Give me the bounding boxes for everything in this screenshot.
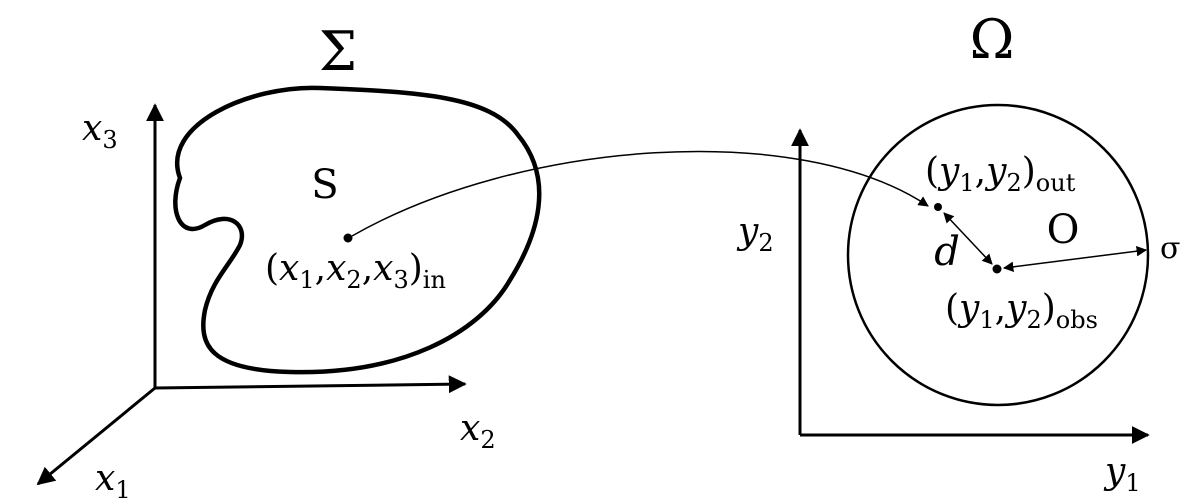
observed-point: [992, 264, 1002, 274]
x3-axis-label: x3: [82, 108, 118, 154]
input-point-label: (x1,x2,x3)in: [265, 248, 446, 294]
sigma-radius-label: σ: [1160, 231, 1180, 266]
distance-label: d: [934, 229, 960, 275]
distance-arrow: [943, 212, 993, 265]
y1-axis-label: y1: [1103, 451, 1141, 497]
x1-axis: [36, 386, 156, 486]
x2-axis: [154, 375, 467, 394]
region-o-label: O: [1047, 207, 1080, 253]
sigma-label: Σ: [319, 20, 357, 83]
input-point: [343, 233, 353, 243]
region-o-boundary: [846, 103, 1150, 407]
observed-point-label: (y1,y2)obs: [945, 288, 1098, 334]
output-point-label: (y1,y2)out: [925, 151, 1076, 197]
radius-arrow: [1002, 245, 1148, 273]
x1-axis-label: x1: [95, 458, 131, 499]
left-panel: Σ S x3 x2 x1 (x1,x2,x3)in: [36, 20, 542, 499]
omega-label: Ω: [970, 8, 1015, 71]
right-panel: Ω O σ d y2 y1 (y1,y2)out (y1,y2)obs: [736, 8, 1180, 497]
x2-axis-label: x2: [460, 408, 496, 454]
mapping-arrow: [351, 150, 929, 237]
y2-axis-label: y2: [736, 211, 774, 257]
region-s-boundary: [173, 85, 542, 375]
region-s-label: S: [311, 162, 338, 208]
output-point: [934, 203, 942, 211]
